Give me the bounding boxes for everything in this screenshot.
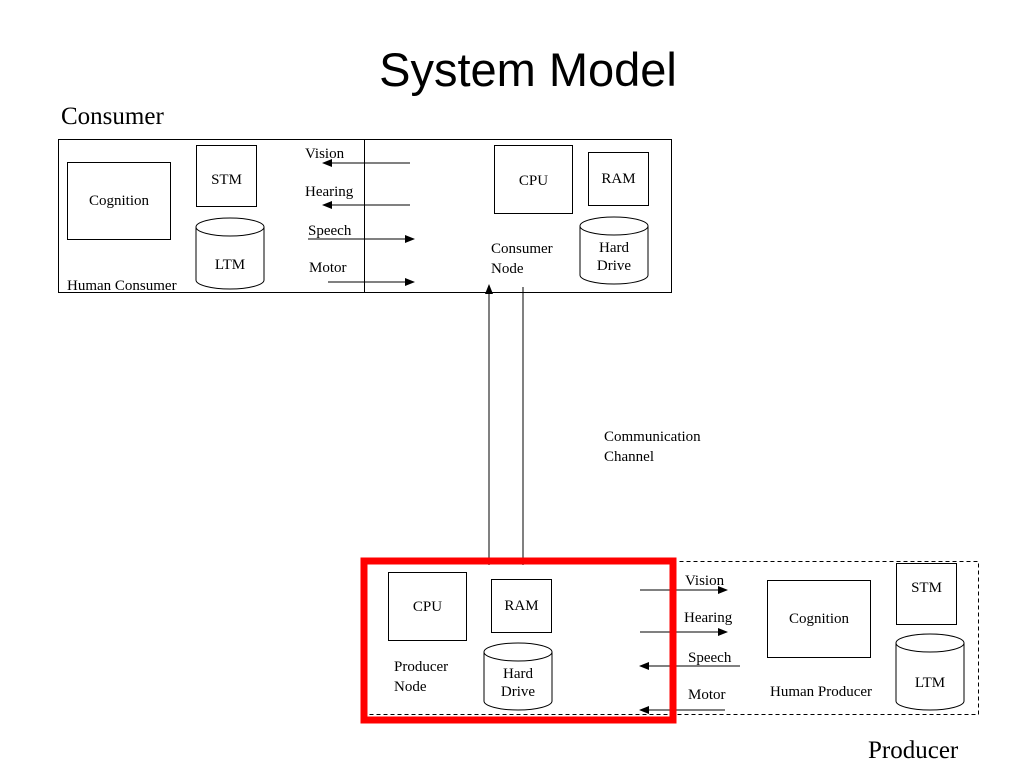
consumer-cognition-label: Cognition <box>88 193 149 209</box>
consumer-cpu-label: CPU <box>518 173 549 189</box>
consumer-vision-label: Vision <box>305 146 345 162</box>
consumer-motor-label: Motor <box>309 260 347 276</box>
producer-node-highlight <box>360 557 677 724</box>
producer-vision-label: Vision <box>685 573 725 589</box>
consumer-stm-box: STM <box>196 145 257 207</box>
consumer-ltm-label: LTM <box>214 257 246 273</box>
producer-ltm-label: LTM <box>914 675 946 691</box>
consumer-cognition-box: Cognition <box>67 162 171 240</box>
producer-ltm-cylinder <box>895 633 965 711</box>
producer-heading: Producer <box>868 737 959 764</box>
producer-stm-box: STM <box>896 563 957 625</box>
producer-hard-drive-label: Hard Drive <box>500 666 536 700</box>
consumer-cpu-box: CPU <box>494 145 573 214</box>
producer-cognition-box: Cognition <box>767 580 871 658</box>
producer-human-label: Human Producer <box>770 684 873 700</box>
producer-cpu-label: CPU <box>412 599 443 615</box>
producer-cognition-label: Cognition <box>788 611 849 627</box>
consumer-human-label: Human Consumer <box>67 278 177 294</box>
producer-cpu-box: CPU <box>388 572 467 641</box>
producer-speech-label: Speech <box>688 650 732 666</box>
communication-channel-label: Communication Channel <box>604 429 701 465</box>
producer-ram-box: RAM <box>491 579 552 633</box>
consumer-hard-drive-label: Hard Drive <box>596 240 632 274</box>
producer-node-label: Producer Node <box>394 659 449 695</box>
consumer-speech-label: Speech <box>308 223 352 239</box>
consumer-stm-label: STM <box>211 172 242 188</box>
consumer-heading: Consumer <box>61 103 164 130</box>
consumer-ltm-cylinder <box>195 217 265 290</box>
producer-hard-drive-cylinder <box>483 642 553 711</box>
producer-ram-label: RAM <box>504 598 539 614</box>
consumer-node-label: Consumer Node <box>491 241 553 277</box>
consumer-ram-label: RAM <box>601 171 636 187</box>
producer-stm-label: STM <box>911 580 942 596</box>
slide-title: System Model <box>379 43 677 96</box>
producer-hearing-label: Hearing <box>684 610 733 626</box>
consumer-hard-drive-cylinder <box>579 216 649 285</box>
producer-motor-label: Motor <box>688 687 726 703</box>
consumer-hearing-label: Hearing <box>305 184 354 200</box>
consumer-ram-box: RAM <box>588 152 649 206</box>
